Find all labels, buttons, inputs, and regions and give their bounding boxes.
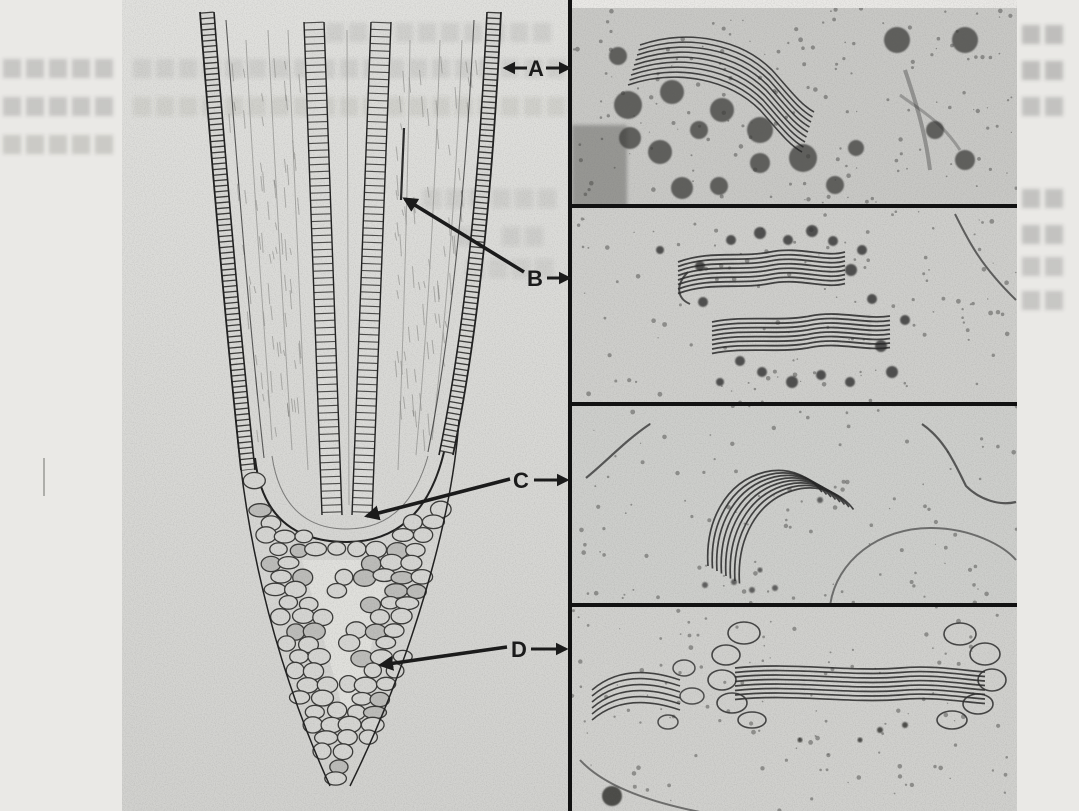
bleed-glyph <box>3 97 21 116</box>
label-d: D <box>511 637 527 662</box>
label-a: A <box>528 56 544 81</box>
label-c: C <box>513 468 529 493</box>
bleed-glyph <box>3 59 21 78</box>
bleed-glyph <box>49 59 67 78</box>
bleed-glyph <box>1045 97 1063 116</box>
bleed-glyph <box>1022 291 1040 310</box>
bleed-glyph <box>95 135 113 154</box>
bleed-glyph <box>95 97 113 116</box>
bleed-glyph <box>3 135 21 154</box>
bleed-glyph <box>26 97 44 116</box>
bleed-glyph <box>26 59 44 78</box>
bleed-glyph <box>1022 61 1040 80</box>
bleed-glyph <box>1045 257 1063 276</box>
bleed-glyph <box>49 97 67 116</box>
bleed-glyph <box>1045 25 1063 44</box>
bleed-glyph <box>26 135 44 154</box>
label-b: B <box>527 266 543 291</box>
bleed-glyph <box>1045 225 1063 244</box>
bleed-glyph <box>72 97 90 116</box>
bleed-glyph <box>72 59 90 78</box>
bleed-glyph <box>1045 189 1063 208</box>
bleed-glyph <box>1045 291 1063 310</box>
bleed-glyph <box>1022 257 1040 276</box>
bleed-glyph <box>49 135 67 154</box>
bleed-glyph <box>1045 61 1063 80</box>
bleed-glyph <box>1022 97 1040 116</box>
bleed-glyph <box>1022 189 1040 208</box>
bleed-glyph <box>1022 25 1040 44</box>
bleed-glyph <box>1022 225 1040 244</box>
bleed-glyph <box>95 59 113 78</box>
bleed-glyph <box>72 135 90 154</box>
